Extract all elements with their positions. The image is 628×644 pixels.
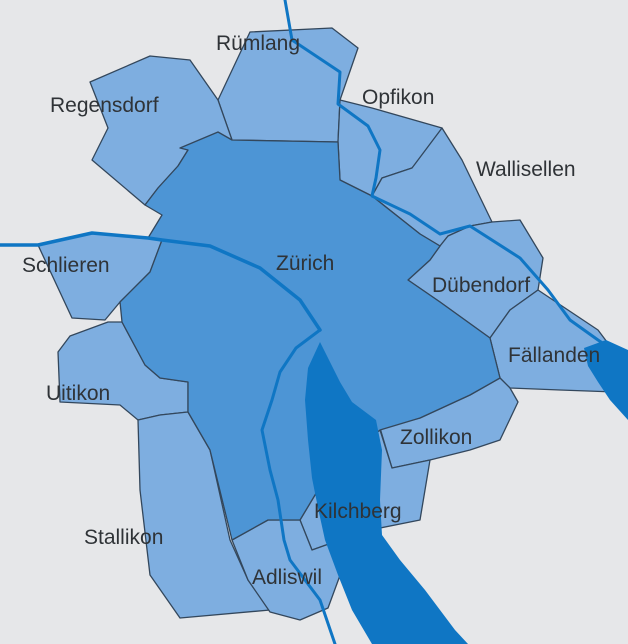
lake-zurich — [305, 342, 468, 644]
label-kilchberg: Kilchberg — [314, 500, 402, 523]
label-opfikon: Opfikon — [362, 86, 434, 109]
label-dubendorf: Dübendorf — [432, 274, 530, 297]
label-regensdorf: Regensdorf — [50, 94, 159, 117]
river-glatt — [283, 0, 628, 362]
label-zollikon: Zollikon — [400, 426, 472, 449]
river-sihl — [260, 328, 337, 644]
label-rumlang: Rümlang — [216, 32, 300, 55]
label-wallisellen: Wallisellen — [476, 158, 576, 181]
label-stallikon: Stallikon — [84, 526, 163, 549]
label-fallanden: Fällanden — [508, 344, 600, 367]
lake-greifensee — [584, 340, 628, 420]
label-uitikon: Uitikon — [46, 382, 110, 405]
label-adliswil: Adliswil — [252, 566, 322, 589]
label-zurich: Zürich — [276, 252, 334, 275]
river-limmat — [0, 231, 322, 332]
label-schlieren: Schlieren — [22, 254, 110, 277]
